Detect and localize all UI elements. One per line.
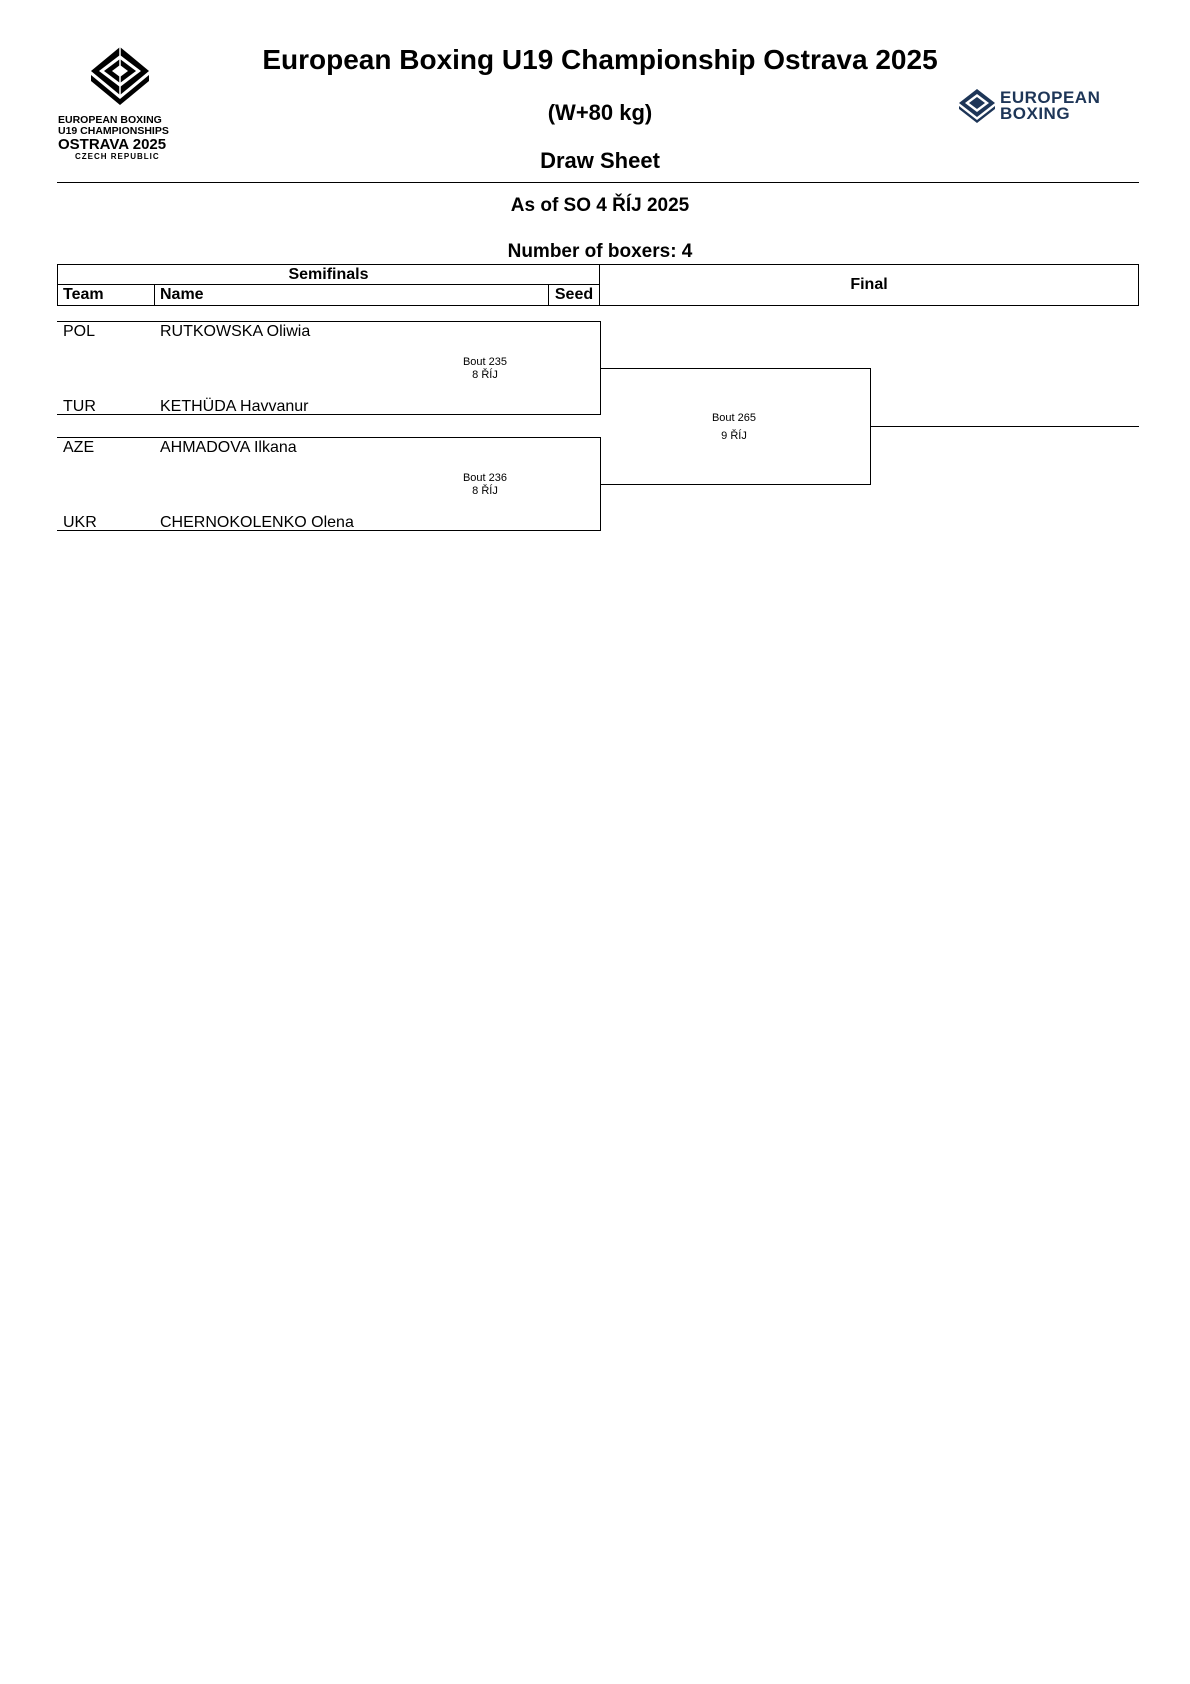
bout-date: 8 ŘÍJ (472, 369, 498, 382)
bracket-line (870, 426, 1139, 427)
bracket-line (57, 321, 601, 322)
round-header-final: Final (599, 264, 1139, 306)
event-logo-line4: CZECH REPUBLIC (75, 152, 160, 161)
boxer-name: AHMADOVA Ilkana (160, 439, 297, 456)
header-divider (57, 182, 1139, 183)
event-logo-line2: U19 CHAMPIONSHIPS (58, 125, 169, 137)
column-header-name: Name (154, 284, 549, 306)
boxer-team: TUR (63, 398, 96, 415)
bracket-line (57, 414, 601, 415)
bracket-line (600, 484, 871, 485)
european-boxing-emblem-icon (959, 89, 995, 123)
sheet-title: Draw Sheet (540, 148, 660, 173)
boxer-name: CHERNOKOLENKO Olena (160, 514, 354, 531)
column-header-seed: Seed (548, 284, 600, 306)
bracket-line (57, 530, 601, 531)
european-boxing-logo: EUROPEAN BOXING (958, 86, 1118, 126)
page-title: European Boxing U19 Championship Ostrava… (262, 44, 938, 75)
round-header-semifinals: Semifinals (57, 264, 600, 285)
event-logo: EUROPEAN BOXING U19 CHAMPIONSHIPS OSTRAV… (58, 45, 183, 163)
boxer-team: AZE (63, 439, 95, 456)
bout-info: Bout 265 9 ŘÍJ (704, 410, 764, 445)
weight-category: (W+80 kg) (547, 100, 653, 125)
column-header-team: Team (57, 284, 155, 306)
event-logo-line3: OSTRAVA 2025 (58, 136, 167, 153)
bout-number: Bout 236 (462, 472, 508, 484)
bout-date: 8 ŘÍJ (472, 485, 498, 498)
boxer-name: KETHÜDA Havvanur (160, 398, 309, 415)
bracket-line (57, 437, 601, 438)
boxing-ring-emblem-icon (91, 47, 149, 105)
bout-number: Bout 235 (462, 356, 508, 368)
bout-info: Bout 236 8 ŘÍJ (455, 472, 515, 498)
european-boxing-logo-line2: BOXING (1000, 104, 1071, 123)
event-logo-line1: EUROPEAN BOXING (58, 114, 162, 126)
boxer-team: POL (63, 323, 96, 340)
european-boxing-logo-line1: EUROPEAN (1000, 88, 1101, 107)
boxer-team: UKR (63, 514, 97, 531)
bout-date: 9 ŘÍJ (721, 429, 747, 442)
bout-number: Bout 265 (711, 412, 757, 424)
boxer-name: RUTKOWSKA Oliwia (160, 323, 311, 340)
boxer-count: Number of boxers: 4 (507, 241, 693, 262)
bracket-line (600, 368, 871, 369)
bout-info: Bout 235 8 ŘÍJ (455, 356, 515, 382)
as-of-date: As of SO 4 ŘÍJ 2025 (510, 195, 690, 216)
